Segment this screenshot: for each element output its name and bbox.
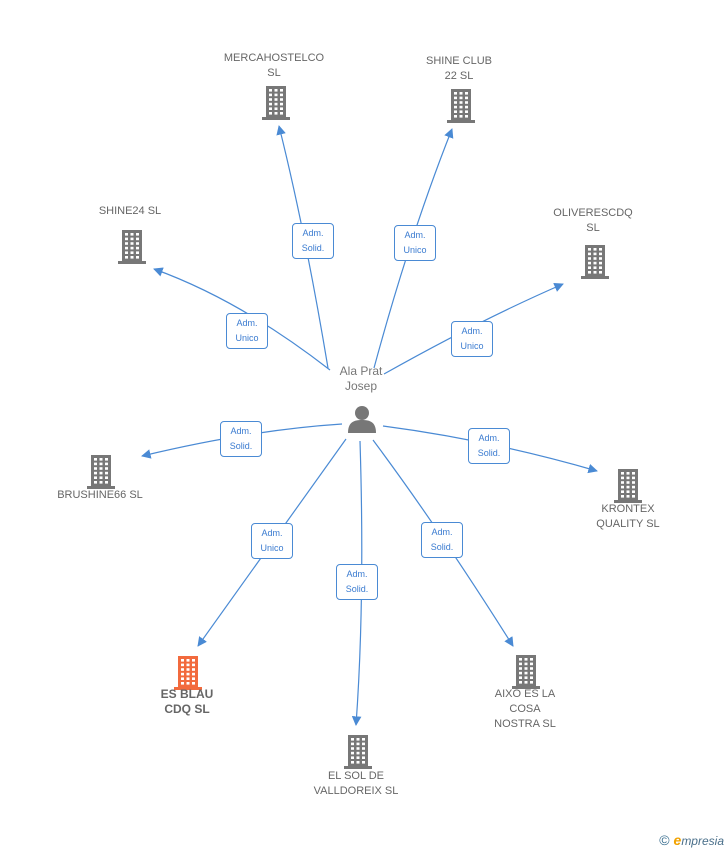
building-icon-krontex[interactable]: [614, 469, 642, 503]
company-label-aixo-es[interactable]: AIXO ES LA COSA NOSTRA SL: [494, 688, 556, 730]
company-label-el-sol[interactable]: EL SOL DE VALLDOREIX SL: [313, 770, 399, 797]
company-label-es-blau[interactable]: ES BLAU CDQ SL: [160, 687, 214, 716]
company-label-mercahostelco[interactable]: MERCAHOSTELCO SL: [223, 52, 325, 79]
relation-label-es-blau: Adm. Unico: [251, 523, 293, 559]
relation-label-krontex: Adm. Solid.: [468, 428, 510, 464]
company-label-oliverescdq[interactable]: OLIVERESCDQ SL: [553, 207, 633, 234]
brand-logo-text: mpresia: [681, 834, 724, 848]
relation-label-el-sol: Adm. Solid.: [336, 564, 378, 600]
relation-label-oliverescdq: Adm. Unico: [451, 321, 493, 357]
building-icon-brushine66[interactable]: [87, 455, 115, 489]
company-label-shine-club[interactable]: SHINE CLUB 22 SL: [425, 55, 493, 82]
building-icon-shine-club[interactable]: [447, 89, 475, 123]
building-icon-mercahostelco[interactable]: [262, 86, 290, 120]
copyright-icon: ©: [659, 832, 670, 848]
building-icon-es-blau[interactable]: [174, 656, 202, 690]
person-icon: [348, 406, 376, 433]
building-icon-el-sol[interactable]: [344, 735, 372, 769]
relation-label-brushine66: Adm. Solid.: [220, 421, 262, 457]
building-icon-aixo-es[interactable]: [512, 655, 540, 689]
company-label-krontex[interactable]: KRONTEX QUALITY SL: [596, 503, 660, 530]
relation-label-shine-club: Adm. Unico: [394, 225, 436, 261]
relation-label-mercahostelco: Adm. Solid.: [292, 223, 334, 259]
company-label-shine24[interactable]: SHINE24 SL: [98, 205, 162, 217]
company-label-brushine66[interactable]: BRUSHINE66 SL: [57, 489, 143, 501]
building-icon-oliverescdq[interactable]: [581, 245, 609, 279]
center-person-label: Ala Prat Josep: [339, 364, 383, 393]
relation-label-aixo-es: Adm. Solid.: [421, 522, 463, 558]
relation-label-shine24: Adm. Unico: [226, 313, 268, 349]
footer-brand: © empresia: [659, 832, 724, 848]
building-icon-shine24[interactable]: [118, 230, 146, 264]
edge-shine24: [153, 267, 331, 371]
brand-logo-initial: e: [673, 832, 682, 848]
